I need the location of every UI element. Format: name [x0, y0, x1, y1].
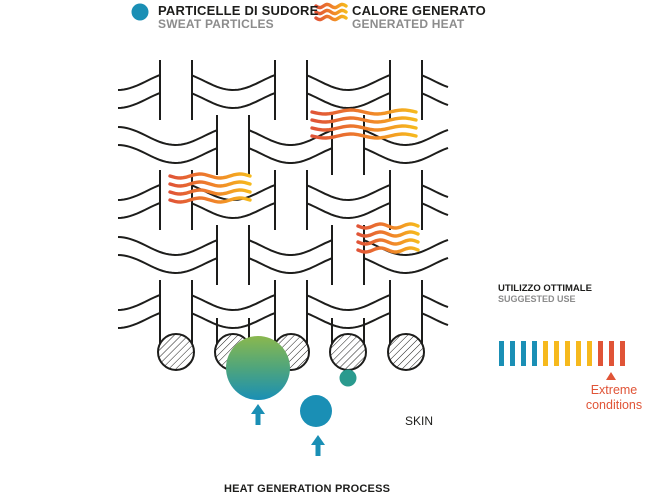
up-arrow-icon [251, 404, 265, 425]
small-sweat-particle [339, 369, 357, 387]
usage-scale-bar [521, 341, 526, 366]
skin-label: SKIN [405, 414, 434, 428]
extreme-conditions-label-line2: conditions [585, 398, 643, 412]
large-sweat-particle [226, 336, 290, 400]
legend-sweat-subtitle: SWEAT PARTICLES [158, 17, 274, 31]
usage-scale-bar [510, 341, 515, 366]
diagram-caption: HEAT GENERATION PROCESS [224, 483, 391, 495]
weft-thread [117, 125, 449, 165]
usage-scale-bar [554, 341, 559, 366]
usage-subtitle: SUGGESTED USE [498, 294, 576, 304]
legend-heat-subtitle: GENERATED HEAT [352, 17, 465, 31]
heat-wave-patch [310, 108, 418, 140]
thread-cross-section [329, 333, 367, 371]
sweat-particle-icon [131, 3, 149, 21]
usage-scale-bar [609, 341, 614, 366]
usage-scale-bar [499, 341, 504, 366]
warp-thread [157, 60, 195, 371]
heat-wave-patch [168, 172, 252, 204]
extreme-conditions-label-line1: Extreme [590, 383, 638, 397]
legend-sweat-title: PARTICELLE DI SUDORE [158, 3, 319, 18]
warp-thread [214, 115, 252, 371]
usage-scale-bar [576, 341, 581, 366]
legend-heat-title: CALORE GENERATO [352, 3, 486, 18]
usage-scale-bar [543, 341, 548, 366]
warp-thread [272, 60, 310, 371]
usage-scale-bar [587, 341, 592, 366]
usage-scale-bar [532, 341, 537, 366]
thread-cross-section [157, 333, 195, 371]
fabric-weave [117, 60, 449, 371]
heat-waves-icon [314, 2, 348, 22]
usage-title: UTILIZZO OTTIMALE [498, 283, 592, 294]
usage-scale-bar [565, 341, 570, 366]
up-arrow-icon [311, 435, 325, 456]
heat-wave-patch [356, 222, 420, 254]
usage-scale-bar [620, 341, 625, 366]
heat-patches [168, 108, 420, 254]
medium-sweat-particle [300, 395, 332, 427]
warp-thread [387, 60, 425, 371]
warp-thread [329, 115, 367, 371]
thread-cross-section [387, 333, 425, 371]
usage-scale-bar [598, 341, 603, 366]
triangle-up-icon [606, 372, 616, 380]
